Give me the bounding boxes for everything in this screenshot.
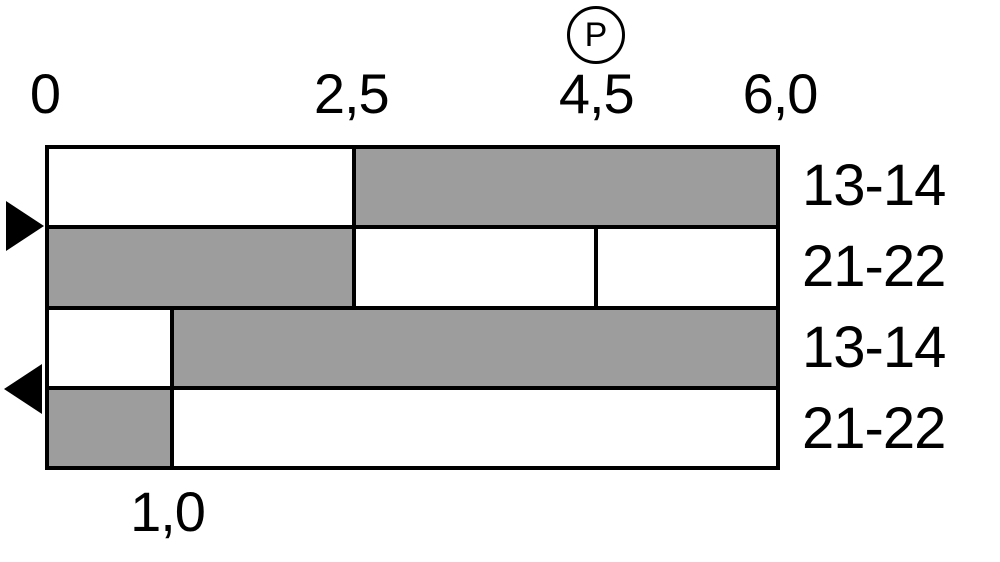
x-axis-tick-label: 4,5 xyxy=(558,62,635,125)
contact-state-segment xyxy=(351,229,595,306)
x-axis-tick-label: 0 xyxy=(29,62,61,125)
contact-state-segment xyxy=(594,229,776,306)
p-symbol-letter: P xyxy=(584,16,608,54)
contact-state-segment xyxy=(170,309,776,386)
contact-terminal-label: 21-22 xyxy=(802,396,946,462)
arrow-right-icon xyxy=(6,201,44,252)
arrow-left-icon xyxy=(4,363,42,414)
x-axis-bottom-tick-label: 1,0 xyxy=(130,480,206,543)
contact-state-segment xyxy=(49,149,352,226)
chart-row xyxy=(49,385,776,466)
x-axis-tick-label: 2,5 xyxy=(313,62,390,125)
chart-area xyxy=(45,145,780,470)
chart-row xyxy=(49,305,776,386)
contact-terminal-label: 21-22 xyxy=(802,233,946,299)
contact-terminal-label: 13-14 xyxy=(802,315,946,381)
contact-state-segment xyxy=(49,309,171,386)
chart-row xyxy=(49,149,776,226)
p-symbol-circle: P xyxy=(567,6,625,64)
contact-state-segment xyxy=(49,229,352,306)
x-axis-tick-label: 6,0 xyxy=(742,62,819,125)
contact-state-segment xyxy=(49,389,171,466)
contact-terminal-label: 13-14 xyxy=(802,152,946,218)
contact-state-segment xyxy=(351,149,776,226)
contact-state-segment xyxy=(170,389,776,466)
chart-row xyxy=(49,225,776,306)
